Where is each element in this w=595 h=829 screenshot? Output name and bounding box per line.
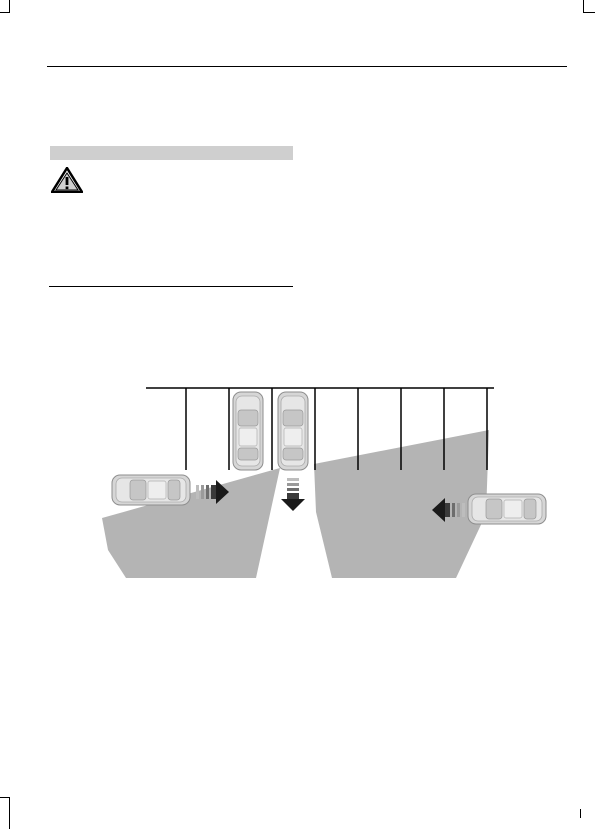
crop-mark-top-right-h	[584, 12, 595, 13]
warning-triangle-icon	[51, 167, 83, 193]
left-detection-zone	[102, 468, 280, 578]
crop-mark-top-left-h	[0, 12, 10, 13]
crop-mark-top-right-v	[583, 0, 584, 13]
crop-mark-bottom-right	[580, 809, 581, 818]
cross-traffic-figure	[102, 387, 547, 578]
approaching-car-right	[467, 493, 547, 525]
crop-mark-bottom-left-h	[0, 797, 10, 798]
parked-car	[232, 391, 264, 471]
crop-mark-top-left-v	[9, 0, 10, 13]
approaching-car-left	[111, 474, 191, 506]
warning-end-rule	[49, 286, 293, 287]
arrow-left-icon	[432, 498, 465, 522]
arrow-down-icon	[281, 478, 305, 511]
header-rule	[47, 66, 567, 67]
warning-heading-bar	[50, 146, 293, 160]
parking-space-dividers	[185, 388, 488, 470]
arrow-right-icon	[196, 480, 229, 504]
crop-mark-bottom-left-v	[9, 797, 10, 829]
reversing-vehicle	[277, 391, 309, 471]
